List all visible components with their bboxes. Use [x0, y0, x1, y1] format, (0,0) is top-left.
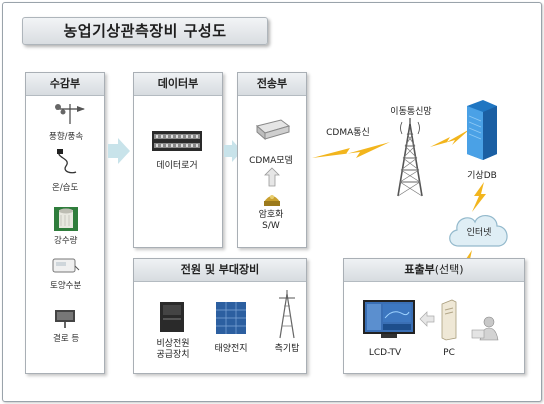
lightning-icon [312, 142, 390, 158]
temp-humidity-sensor-icon [57, 149, 77, 174]
datalogger-icon [152, 131, 202, 151]
pc-label: PC [443, 348, 455, 358]
wind-sensor-icon [55, 104, 85, 124]
solar-label: 태양전지 [214, 344, 248, 354]
ups-device-icon [160, 302, 184, 332]
rain-gauge-icon [54, 207, 78, 231]
left-arrow-icon [419, 311, 435, 327]
crypto-label-line1: 암호화 [258, 210, 284, 220]
tower-label: 측기탑 [274, 344, 300, 354]
weather-tower-icon [279, 290, 295, 339]
flow-arrow-icon [108, 138, 130, 164]
flow-arrow-icon [224, 140, 242, 162]
sensor-label-soil: 토양수분 [50, 281, 82, 291]
crypto-label-line2: S/W [262, 221, 280, 231]
pc-tower-icon [441, 299, 457, 341]
internet-label: 인터넷 [466, 228, 492, 238]
transmit-panel-header: 전송부 [238, 73, 306, 96]
diagram-title: 농업기상관측장비 구성도 [22, 17, 268, 45]
ups-label-line1: 비상전원 [156, 339, 190, 349]
weather-db-label: 기상DB [467, 171, 497, 181]
sensor-label-rain: 강수량 [54, 236, 78, 246]
sensor-label-dew: 결로 등 [53, 334, 80, 344]
data-panel-header: 데이터부 [134, 73, 222, 96]
user-icon [471, 316, 499, 341]
cell-tower-icon [397, 118, 423, 197]
internet-cloud-icon [449, 215, 508, 247]
display-header-bold: 표출부 [404, 263, 435, 276]
lightning-icon [472, 182, 486, 212]
lcd-tv-icon [363, 300, 415, 338]
soil-moisture-sensor-icon [52, 258, 80, 273]
sensor-label-temp: 온/습도 [52, 183, 79, 193]
sensor-panel-header: 수감부 [26, 73, 104, 96]
sensor-label-wind: 풍향/풍속 [49, 132, 84, 142]
dew-sensor-icon [55, 310, 75, 328]
database-server-icon [467, 100, 497, 160]
display-panel-header: 표출부(선택) [344, 259, 524, 282]
display-header-normal: (선택) [434, 263, 464, 276]
data-panel: 데이터부 [133, 72, 223, 248]
mobile-network-label: 이동통신망 [390, 107, 432, 117]
cdma-label: CDMA통신 [326, 128, 370, 138]
ups-label: 비상전원 공급장치 [148, 339, 198, 361]
power-panel-header: 전원 및 부대장비 [134, 259, 306, 282]
solar-panel-icon [216, 302, 246, 334]
cdma-modem-label: CDMA모뎀 [249, 156, 293, 166]
datalogger-label: 데이터로거 [156, 161, 198, 171]
ups-label-line2: 공급장치 [156, 350, 190, 360]
up-arrow-icon [264, 167, 280, 187]
lightning-icon [430, 129, 470, 147]
cdma-modem-icon [255, 119, 291, 141]
crypto-label: 암호화 S/W [237, 210, 305, 232]
lcd-tv-label: LCD-TV [368, 348, 402, 358]
crypto-key-icon [264, 195, 280, 206]
transmit-panel: 전송부 [237, 72, 307, 248]
